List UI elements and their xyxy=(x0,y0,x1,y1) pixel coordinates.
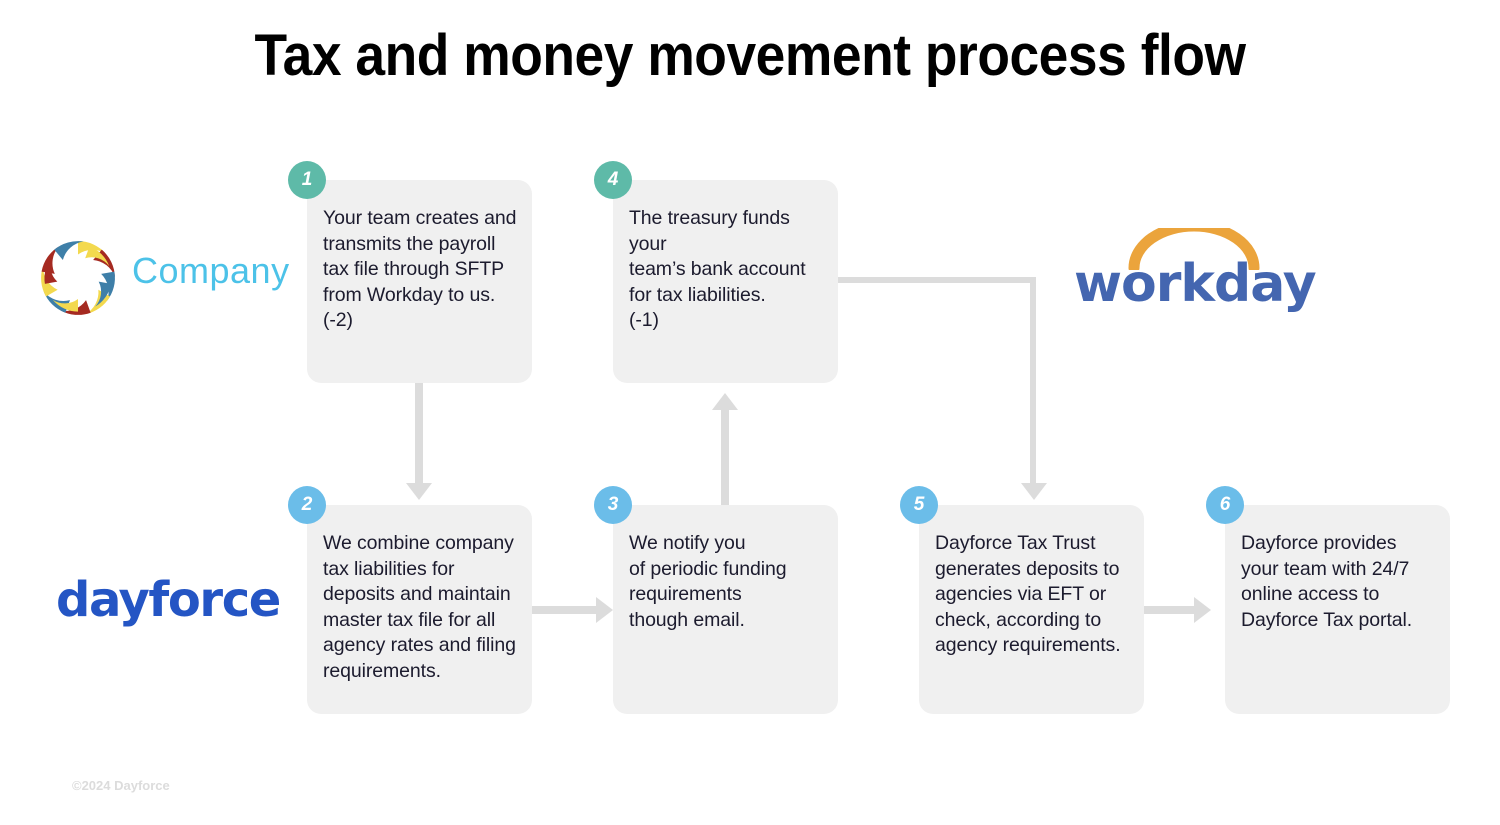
step-badge-4: 4 xyxy=(594,161,632,199)
connector-5-to-6-shaft xyxy=(1144,606,1194,614)
step-text-4: The treasury funds your team’s bank acco… xyxy=(629,207,806,331)
step-box-3[interactable]: 3 We notify you of periodic funding requ… xyxy=(594,486,838,714)
connector-2-to-3-shaft xyxy=(532,606,596,614)
connector-1-to-2-arrowhead xyxy=(406,483,432,500)
workday-logo: workday ® xyxy=(1074,228,1317,316)
workday-registered-mark: ® xyxy=(1296,290,1306,305)
step-text-3: We notify you of periodic funding requir… xyxy=(629,532,787,631)
step-box-4[interactable]: 4 The treasury funds your team’s bank ac… xyxy=(594,161,838,383)
connector-5-to-6-arrowhead xyxy=(1194,597,1211,623)
connector-4-to-5-arrowhead xyxy=(1021,483,1047,500)
dayforce-logo-wordmark: dayforce xyxy=(56,572,281,628)
connector-3-to-4-arrowhead xyxy=(712,393,738,410)
company-pinwheel-icon xyxy=(41,241,115,315)
step-badge-3: 3 xyxy=(594,486,632,524)
connector-2-to-3-arrowhead xyxy=(596,597,613,623)
connector-4-to-5-shaft-vertical xyxy=(1030,277,1036,483)
connector-1-to-2-shaft xyxy=(415,383,423,483)
company-logo-wordmark: Company xyxy=(132,250,290,291)
step-box-2[interactable]: 2 We combine company tax liabilities for… xyxy=(288,486,532,714)
step-text-2: We combine company tax liabilities for d… xyxy=(323,532,516,682)
step-box-1[interactable]: 1 Your team creates and transmits the pa… xyxy=(288,161,532,383)
step-badge-2: 2 xyxy=(288,486,326,524)
workday-arc-icon xyxy=(1128,228,1260,270)
workday-logo-wordmark: workday xyxy=(1074,254,1317,314)
step-box-6[interactable]: 6 Dayforce provides your team with 24/7 … xyxy=(1206,486,1450,714)
connector-4-to-5-shaft-horizontal xyxy=(838,277,1036,283)
step-text-6: Dayforce provides your team with 24/7 on… xyxy=(1241,532,1413,631)
company-logo: Company xyxy=(36,236,289,320)
connector-3-to-4-shaft xyxy=(721,410,729,507)
footer-copyright: ©2024 Dayforce xyxy=(72,778,170,793)
step-badge-6: 6 xyxy=(1206,486,1244,524)
step-box-5[interactable]: 5 Dayforce Tax Trust generates deposits … xyxy=(900,486,1144,714)
step-text-1: Your team creates and transmits the payr… xyxy=(323,207,517,331)
page-title: Tax and money movement process flow xyxy=(254,23,1246,88)
step-badge-1: 1 xyxy=(288,161,326,199)
step-badge-5: 5 xyxy=(900,486,938,524)
step-text-5: Dayforce Tax Trust generates deposits to… xyxy=(935,532,1121,656)
